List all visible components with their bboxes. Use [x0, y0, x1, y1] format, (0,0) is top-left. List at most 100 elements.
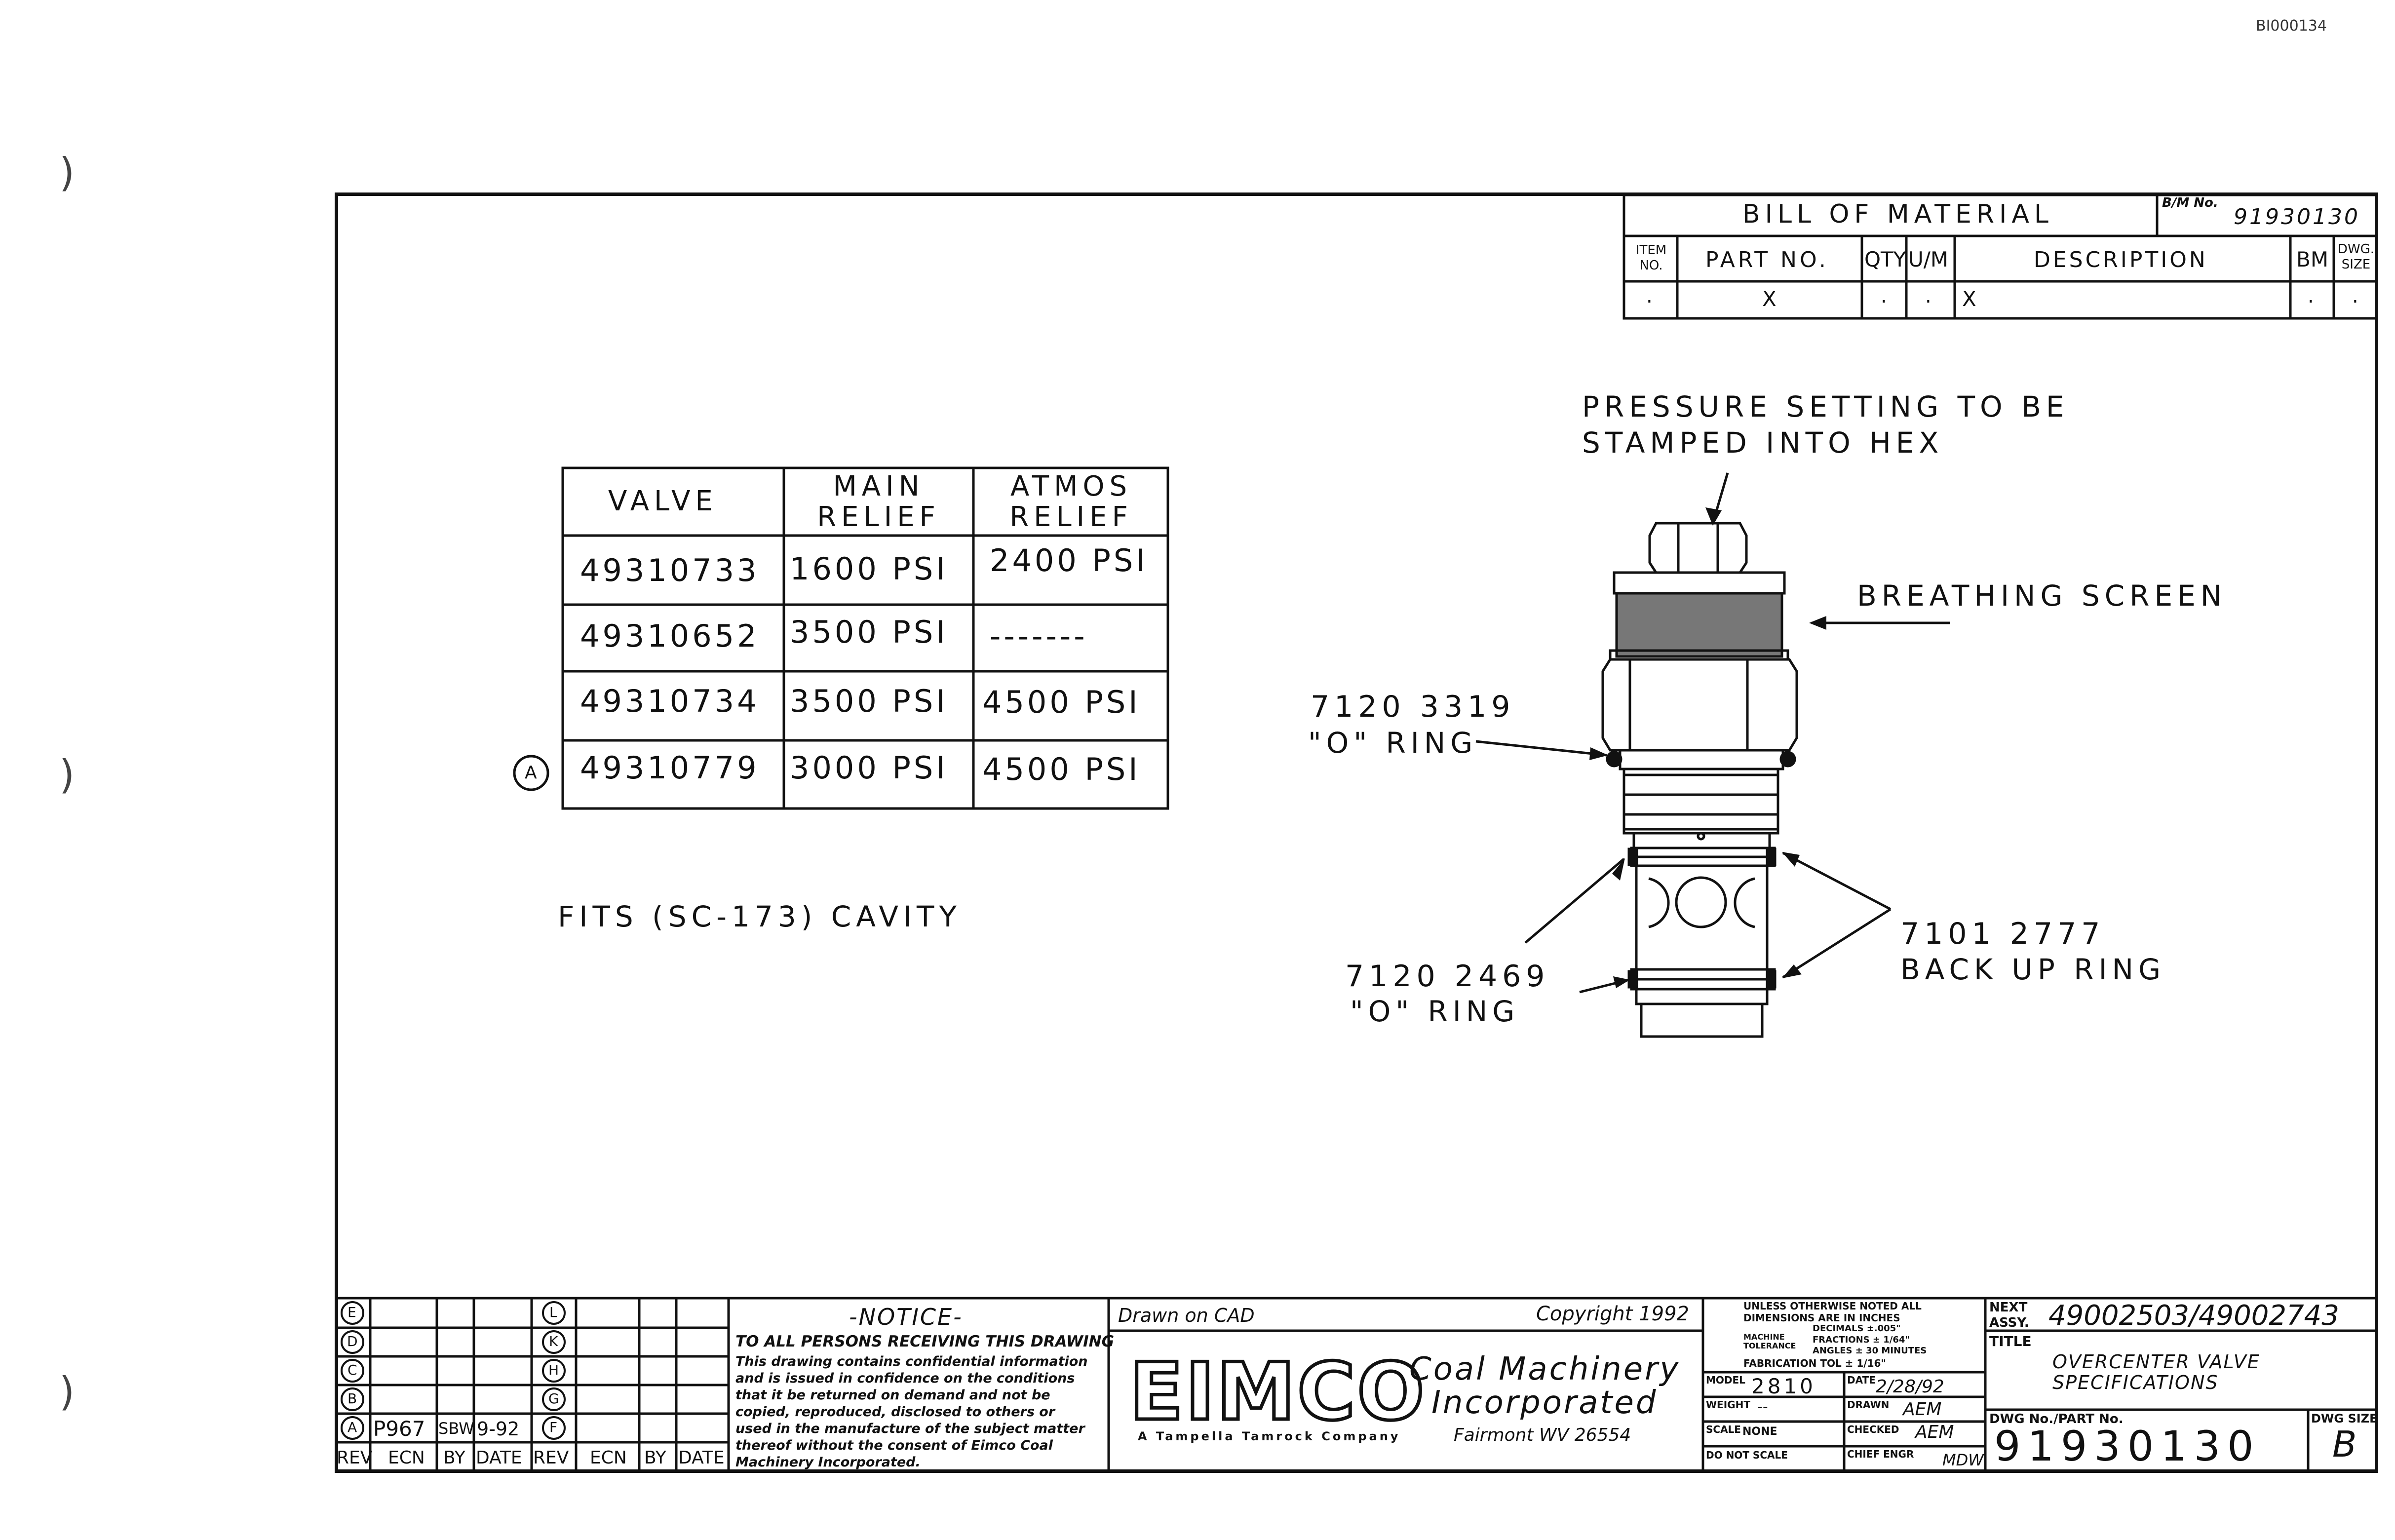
tolerance-note: DIMENSIONS ARE IN INCHES — [1743, 1312, 1900, 1324]
breathing-screen-label: BREATHING SCREEN — [1857, 579, 2227, 613]
drawn-value: AEM — [1903, 1399, 1942, 1420]
ecn-header: ECN — [388, 1448, 425, 1468]
rev-letter: A — [348, 1419, 357, 1435]
cavity-note: FITS (SC-173) CAVITY — [558, 900, 962, 933]
scale-label: SCALE — [1706, 1424, 1741, 1435]
o-ring-part-number-2: 7120 2469 — [1345, 959, 1550, 994]
rev-header: REV — [337, 1448, 373, 1468]
bom-cell-qty: . — [1881, 285, 1887, 308]
notice-title: -NOTICE- — [849, 1304, 963, 1330]
ecn-header: ECN — [590, 1448, 627, 1468]
bom-header-bm: BM — [2296, 247, 2329, 271]
valve-number: 49310734 — [580, 683, 760, 719]
chief-engineer-label: CHIEF ENGR — [1847, 1448, 1914, 1460]
atmos-relief-value: 4500 PSI — [982, 684, 1141, 720]
company-tagline: A Tampella Tamrock Company — [1138, 1429, 1401, 1443]
dwg-no-value: 91930130 — [1994, 1422, 2261, 1470]
rev-letter: F — [549, 1419, 558, 1435]
rev-a-ecn: P967 — [373, 1417, 425, 1441]
notice-line: copied, reproduced, disclosed to others … — [735, 1404, 1055, 1420]
by-header: BY — [644, 1448, 666, 1468]
bom-cell-description: X — [1962, 287, 1976, 311]
rev-letter: D — [347, 1333, 358, 1349]
bom-header-um: U/M — [1908, 247, 1949, 271]
drawing-sheet — [335, 192, 2378, 1473]
valve-number: 49310779 — [580, 750, 760, 786]
bom-cell-bm: . — [2308, 285, 2314, 308]
margin-mark: ) — [59, 1369, 75, 1415]
rev-a-date: 9-92 — [477, 1418, 520, 1440]
o-ring-label: "O" RING — [1308, 726, 1478, 760]
bom-number: 91930130 — [2234, 204, 2360, 230]
rev-a-by: SBW — [438, 1419, 474, 1438]
valve-header: VALVE — [608, 485, 718, 517]
main-relief-value: 3500 PSI — [790, 614, 948, 650]
bom-cell-dwg-size: . — [2352, 285, 2358, 308]
notice-line: that it be returned on demand and not be — [735, 1387, 1050, 1403]
main-relief-value: 1600 PSI — [790, 551, 948, 587]
revision-marker: A — [525, 763, 537, 783]
notice-line: and is issued in confidence on the condi… — [735, 1371, 1075, 1386]
dwg-size-label: DWG SIZE — [2311, 1412, 2378, 1425]
tolerance-note: ANGLES ± 30 MINUTES — [1813, 1346, 1927, 1356]
rev-letter: H — [548, 1362, 559, 1378]
date-label: DATE — [1847, 1374, 1876, 1386]
company-name-1: Coal Machinery — [1409, 1351, 1681, 1387]
main-relief-value: 3500 PSI — [790, 683, 948, 719]
main-relief-header: MAIN RELIEF — [817, 470, 940, 533]
notice-line: used in the manufacture of the subject m… — [735, 1421, 1085, 1436]
tolerance-note: DECIMALS ±.005" — [1813, 1323, 1901, 1334]
rev-letter: K — [549, 1333, 558, 1349]
bom-cell-um: . — [1925, 285, 1931, 308]
bom-header-part: PART NO. — [1705, 247, 1829, 272]
dwg-size-value: B — [2332, 1424, 2357, 1465]
atmos-relief-header: ATMOS RELIEF — [1009, 470, 1133, 533]
checked-value: AEM — [1915, 1422, 1954, 1442]
rev-letter: B — [348, 1390, 357, 1407]
atmos-relief-value: 2400 PSI — [990, 542, 1148, 578]
o-ring-label-2: "O" RING — [1350, 995, 1520, 1028]
pressure-setting-note-2: STAMPED INTO HEX — [1582, 426, 1944, 460]
valve-number: 49310652 — [580, 618, 760, 654]
margin-mark: ) — [59, 752, 75, 798]
tolerance-note: UNLESS OTHERWISE NOTED ALL — [1743, 1300, 1922, 1312]
bom-header-dwg-size: DWG. SIZE — [2337, 242, 2375, 272]
company-name-2: Incorporated — [1431, 1385, 1658, 1421]
bom-header-qty: QTY — [1864, 247, 1906, 271]
chief-engineer-value: MDW — [1942, 1451, 1984, 1469]
by-header: BY — [443, 1448, 465, 1468]
weight-label: WEIGHT — [1706, 1399, 1750, 1411]
weight-value: -- — [1757, 1398, 1768, 1416]
bom-header-item: ITEM NO. — [1635, 243, 1667, 273]
date-header: DATE — [476, 1448, 522, 1468]
rev-letter: L — [549, 1304, 557, 1320]
valve-number: 49310733 — [580, 552, 760, 588]
drawn-label: DRAWN — [1847, 1399, 1890, 1411]
tolerance-note: FABRICATION TOL ± 1/16" — [1743, 1357, 1886, 1369]
copyright: Copyright 1992 — [1536, 1303, 1689, 1325]
atmos-relief-value: ------- — [990, 618, 1088, 654]
backup-ring-part-number: 7101 2777 — [1900, 917, 2105, 951]
title-label: TITLE — [1989, 1333, 2032, 1349]
rev-letter: G — [548, 1390, 559, 1407]
tolerance-note: FRACTIONS ± 1/64" — [1813, 1335, 1910, 1345]
model-label: MODEL — [1706, 1374, 1745, 1386]
rev-letter: C — [348, 1362, 357, 1378]
scale-value: NONE — [1742, 1425, 1777, 1438]
dwg-no-label: DWG No./PART No. — [1989, 1412, 2124, 1426]
date-header: DATE — [678, 1448, 725, 1468]
bom-cell-part: X — [1762, 287, 1777, 311]
checked-label: CHECKED — [1847, 1424, 1899, 1435]
next-assy-value: 49002503/49002743 — [2048, 1300, 2339, 1332]
drawn-on-cad: Drawn on CAD — [1118, 1305, 1255, 1326]
next-assy-label: NEXT ASSY. — [1989, 1300, 2029, 1331]
bom-number-label: B/M No. — [2162, 195, 2218, 210]
pressure-setting-note: PRESSURE SETTING TO BE — [1582, 390, 2069, 424]
rev-header: REV — [533, 1448, 569, 1468]
margin-mark: ) — [59, 150, 75, 195]
eimco-logo: EIMCO — [1127, 1346, 1427, 1438]
drawing-title-2: SPECIFICATIONS — [2052, 1372, 2219, 1393]
notice-line: thereof without the consent of Eimco Coa… — [735, 1438, 1053, 1453]
main-relief-value: 3000 PSI — [790, 750, 948, 786]
